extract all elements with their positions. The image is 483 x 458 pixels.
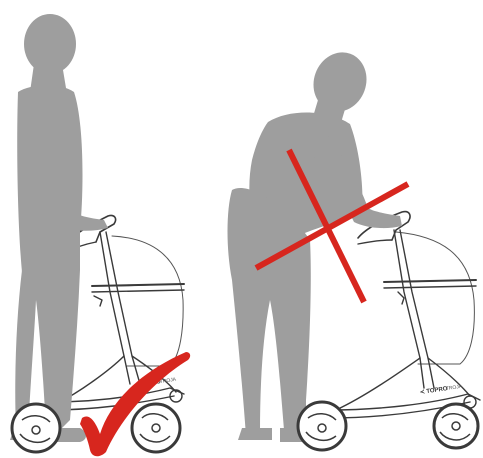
rollator-model-right: TROJA [445,384,463,392]
rear-wheel-left [12,404,60,452]
left-scene: TOPRO TROJA [10,14,190,456]
front-wheel-right [434,404,478,448]
rear-wheel-right [298,402,346,450]
person-upright [10,14,108,442]
front-wheel-left [132,404,180,452]
right-scene: ≺ TOPRO TROJA [228,45,481,450]
person-bent [228,45,403,442]
